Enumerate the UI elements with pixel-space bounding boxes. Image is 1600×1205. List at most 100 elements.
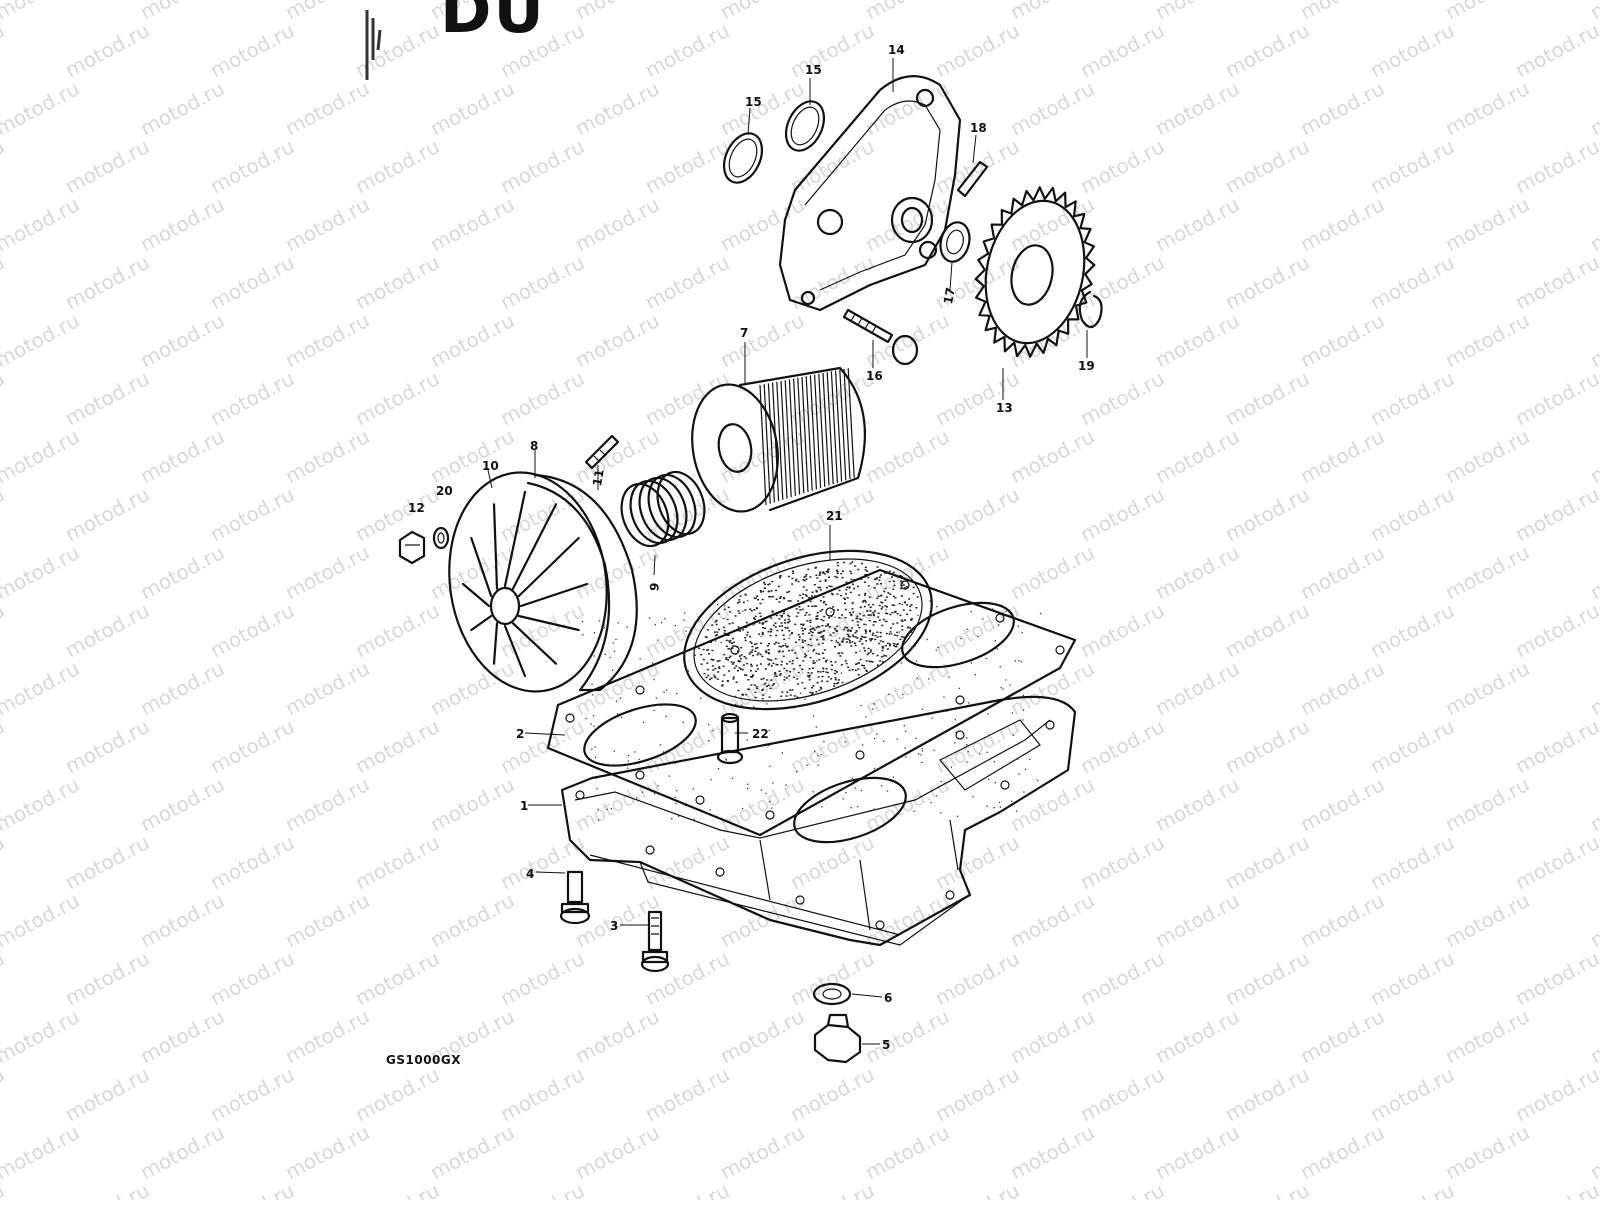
screen-mesh-mark (805, 612, 808, 614)
gasket-speckle (747, 600, 749, 602)
screen-mesh-mark (804, 640, 807, 642)
screen-mesh-mark (834, 661, 837, 663)
watermark-text: motod.ru (641, 1178, 733, 1200)
screen-mesh-mark (908, 598, 911, 600)
screen-mesh-mark (860, 635, 863, 638)
screen-mesh-mark (811, 595, 813, 597)
watermark-text: motod.ru (351, 598, 443, 662)
screen-mesh-mark (858, 640, 861, 643)
screen-mesh-mark (804, 656, 807, 658)
screen-mesh-mark (846, 597, 849, 599)
screen-mesh-mark (838, 652, 841, 654)
screen-mesh-mark (827, 623, 829, 625)
screen-mesh-mark (846, 630, 849, 632)
screen-mesh-mark (786, 591, 789, 594)
pan-bolt-hole (955, 730, 965, 740)
watermark-text: motod.ru (206, 18, 298, 82)
gasket-speckle (774, 675, 776, 677)
gasket-speckle (812, 715, 815, 717)
screen-mesh-mark (851, 608, 854, 610)
watermark-text: motod.ru (786, 134, 878, 198)
gasket-speckle (747, 783, 749, 785)
screen-mesh-mark (884, 620, 887, 623)
screen-mesh-mark (706, 668, 709, 671)
screen-mesh-mark (849, 630, 852, 632)
screen-mesh-mark (751, 645, 754, 648)
screen-mesh-mark (893, 643, 896, 645)
screen-mesh-mark (760, 678, 763, 680)
watermark-text: motod.ru (0, 772, 83, 836)
watermark-text: motod.ru (426, 888, 518, 952)
screen-mesh-mark (788, 620, 791, 622)
screen-mesh-mark (893, 645, 896, 647)
screen-mesh-mark (725, 639, 728, 642)
watermark-text: motod.ru (1441, 192, 1533, 256)
watermark-text: motod.ru (1511, 250, 1600, 314)
screen-mesh-mark (823, 573, 826, 575)
screen-mesh-mark (850, 578, 853, 581)
screen-mesh-mark (844, 598, 846, 600)
gasket-speckle (712, 730, 714, 732)
screen-mesh-mark (805, 578, 808, 580)
screen-mesh-mark (778, 650, 781, 652)
gasket-speckle (977, 635, 979, 637)
screen-mesh-mark (809, 638, 812, 640)
filter-pleat (805, 376, 813, 491)
screen-mesh-mark (732, 661, 735, 664)
gasket-speckle (612, 642, 614, 644)
screen-mesh-mark (834, 672, 836, 675)
gasket-speckle (1015, 810, 1018, 812)
gasket-speckle (830, 611, 832, 613)
watermark-text: motod.ru (1586, 424, 1600, 488)
screen-mesh-mark (825, 671, 828, 673)
watermark-text: motod.ru (786, 18, 878, 82)
gasket-speckle (862, 744, 864, 746)
watermark-text: motod.ru (571, 1120, 663, 1184)
screen-mesh-mark (818, 626, 821, 628)
screen-mesh-mark (813, 662, 816, 664)
gasket-speckle (954, 742, 956, 744)
watermark-text: motod.ru (496, 250, 588, 314)
screen-mesh-mark (836, 576, 839, 579)
screen-mesh-mark (754, 615, 757, 618)
watermark-text: motod.ru (1221, 1178, 1313, 1200)
gasket-speckle (986, 805, 988, 807)
gasket-speckle (854, 787, 857, 789)
screen-mesh-mark (809, 576, 812, 578)
watermark-text: motod.ru (1441, 656, 1533, 720)
screen-mesh-mark (851, 602, 854, 605)
gasket-speckle (783, 676, 786, 678)
watermark-text: motod.ru (1511, 1062, 1600, 1126)
gasket-speckle (873, 703, 875, 705)
watermark-text: motod.ru (1006, 1004, 1098, 1068)
gasket-speckle (724, 605, 726, 607)
screen-mesh-mark (909, 609, 912, 612)
screen-mesh-mark (822, 630, 825, 632)
pan-bolt-hole (575, 790, 585, 800)
watermark-text: motod.ru (136, 1004, 228, 1068)
screen-mesh-mark (879, 574, 882, 576)
screen-mesh-mark (812, 662, 815, 664)
screen-mesh-mark (900, 584, 903, 587)
watermark-text: motod.ru (426, 656, 518, 720)
watermark-text: motod.ru (1366, 1178, 1458, 1200)
screen-mesh-mark (762, 677, 765, 680)
gasket-speckle (905, 730, 907, 732)
screen-mesh-mark (817, 625, 820, 628)
watermark-text: motod.ru (1511, 134, 1600, 198)
watermark-text: motod.ru (1151, 772, 1243, 836)
screen-mesh-mark (777, 642, 780, 644)
screen-mesh-mark (863, 605, 866, 608)
screen-mesh-mark (732, 637, 735, 640)
gasket-speckle (676, 790, 678, 792)
gasket-speckle (940, 812, 942, 814)
gasket-speckle (674, 796, 676, 798)
screen-mesh-mark (807, 675, 809, 677)
screen-mesh-mark (801, 633, 804, 635)
gasket-speckle (931, 717, 933, 719)
filter-pleat (809, 375, 817, 490)
watermark-text: motod.ru (0, 1062, 8, 1126)
gasket-speckle (809, 625, 812, 627)
filter-pleat (830, 371, 838, 483)
watermark-text: motod.ru (571, 192, 663, 256)
